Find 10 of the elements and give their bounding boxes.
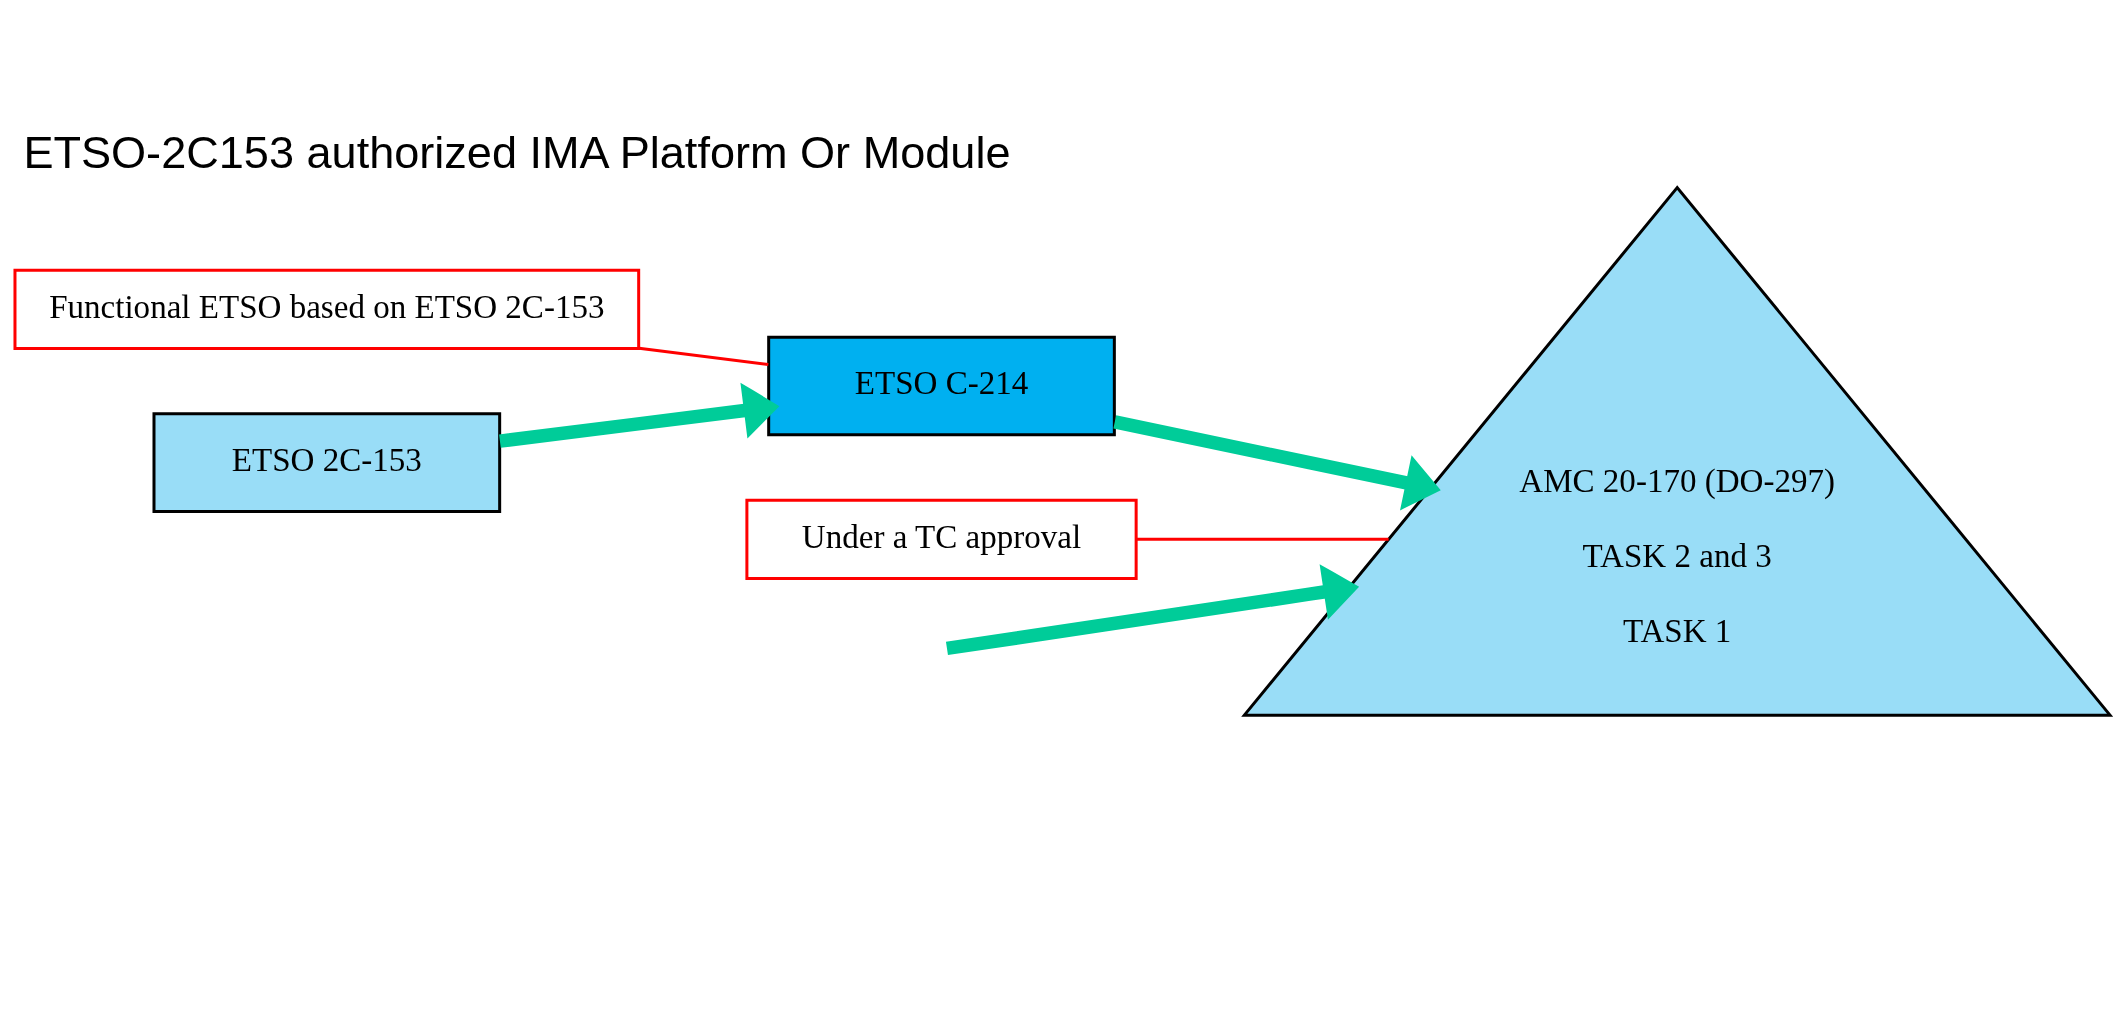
connector <box>1136 537 1389 541</box>
node-box: ETSO C-214 <box>767 335 1116 436</box>
node-box: ETSO 2C-153 <box>152 411 502 513</box>
arrow <box>1113 414 1441 510</box>
arrow <box>499 382 780 448</box>
diagram-title: ETSO-2C153 authorized IMA Platform Or Module <box>23 126 1011 178</box>
arrow <box>945 563 1360 655</box>
node-box: Under a TC approval <box>745 498 1138 580</box>
node-box: Functional ETSO based on ETSO 2C-153 <box>13 268 641 350</box>
connector <box>638 346 769 366</box>
